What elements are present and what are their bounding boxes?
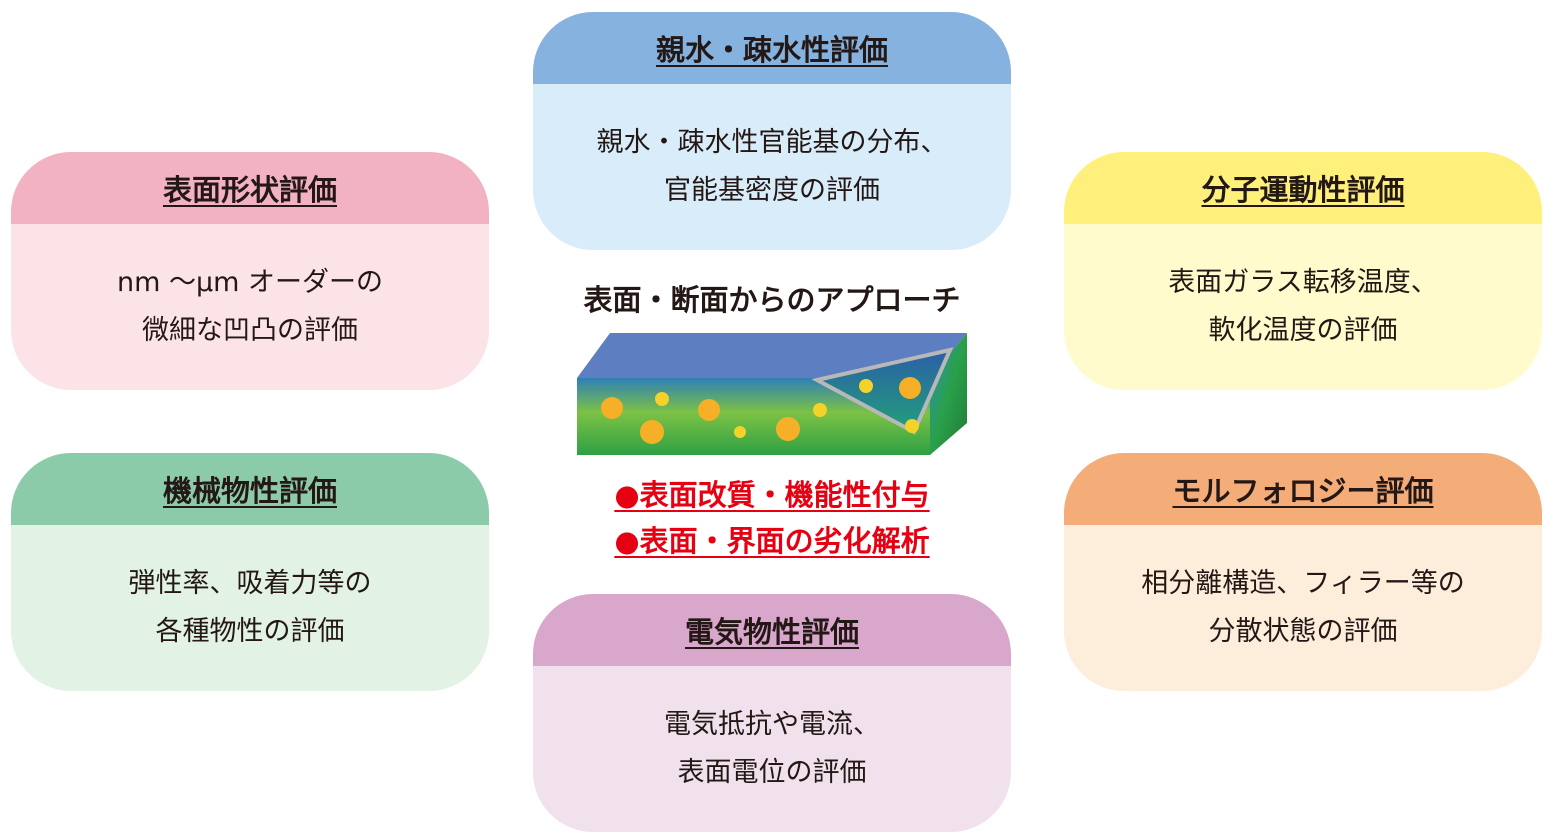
card-line: 軟化温度の評価 [1208, 315, 1398, 346]
filler-particle [899, 377, 921, 399]
card-header: 電気物性評価 [533, 594, 1011, 666]
card-line: 弾性率、吸着力等の [128, 568, 372, 599]
card-body: 相分離構造、フィラー等の 分散状態の評価 [1064, 525, 1542, 691]
card-line: 官能基密度の評価 [664, 175, 880, 206]
card-header: 分子運動性評価 [1064, 152, 1542, 224]
filler-particle [601, 397, 623, 419]
card-electrical-properties: 電気物性評価 電気抵抗や電流、 表面電位の評価 [533, 594, 1011, 832]
material-cross-section-illustration [577, 333, 967, 455]
card-title: 分子運動性評価 [1201, 173, 1405, 207]
card-line: 各種物性の評価 [155, 616, 345, 647]
card-title: 親水・疎水性評価 [655, 33, 888, 67]
cross-section-triangle [811, 347, 954, 435]
center-title: 表面・断面からのアプローチ [583, 283, 961, 317]
card-morphology: モルフォロジー評価 相分離構造、フィラー等の 分散状態の評価 [1064, 453, 1542, 691]
card-header: 機械物性評価 [11, 453, 489, 525]
card-title: モルフォロジー評価 [1172, 474, 1434, 508]
filler-particle [698, 399, 720, 421]
filler-particle [640, 420, 664, 444]
card-molecular-mobility: 分子運動性評価 表面ガラス転移温度、 軟化温度の評価 [1064, 152, 1542, 390]
card-header: モルフォロジー評価 [1064, 453, 1542, 525]
filler-particle [776, 417, 800, 441]
slab-side-face [930, 333, 967, 455]
filler-particle [813, 403, 827, 417]
card-header: 親水・疎水性評価 [533, 12, 1011, 84]
card-line: 相分離構造、フィラー等の [1141, 568, 1465, 599]
card-header: 表面形状評価 [11, 152, 489, 224]
card-line: nm ～μm オーダーの [116, 267, 384, 298]
card-line: 分散状態の評価 [1208, 616, 1398, 647]
card-line: 表面電位の評価 [677, 757, 867, 788]
filler-particle [905, 419, 919, 433]
filler-particle [655, 392, 669, 406]
card-title: 表面形状評価 [162, 173, 337, 207]
card-body: 親水・疎水性官能基の分布、 官能基密度の評価 [533, 84, 1011, 250]
card-surface-shape: 表面形状評価 nm ～μm オーダーの 微細な凹凸の評価 [11, 152, 489, 390]
card-line: 親水・疎水性官能基の分布、 [596, 127, 948, 158]
filler-particle [734, 426, 746, 438]
filler-particle [859, 379, 873, 393]
card-body: nm ～μm オーダーの 微細な凹凸の評価 [11, 224, 489, 390]
card-hydrophilicity: 親水・疎水性評価 親水・疎水性官能基の分布、 官能基密度の評価 [533, 12, 1011, 250]
card-body: 表面ガラス転移温度、 軟化温度の評価 [1064, 224, 1542, 390]
card-title: 電気物性評価 [684, 615, 859, 649]
bullet-surface-modification: ●表面改質・機能性付与 [614, 478, 930, 512]
card-line: 微細な凹凸の評価 [142, 315, 358, 346]
card-body: 電気抵抗や電流、 表面電位の評価 [533, 666, 1011, 832]
bullet-degradation-analysis: ●表面・界面の劣化解析 [614, 524, 930, 558]
card-title: 機械物性評価 [162, 474, 337, 508]
card-line: 表面ガラス転移温度、 [1168, 267, 1438, 298]
card-mechanical-properties: 機械物性評価 弾性率、吸着力等の 各種物性の評価 [11, 453, 489, 691]
card-line: 電気抵抗や電流、 [664, 709, 880, 740]
card-body: 弾性率、吸着力等の 各種物性の評価 [11, 525, 489, 691]
